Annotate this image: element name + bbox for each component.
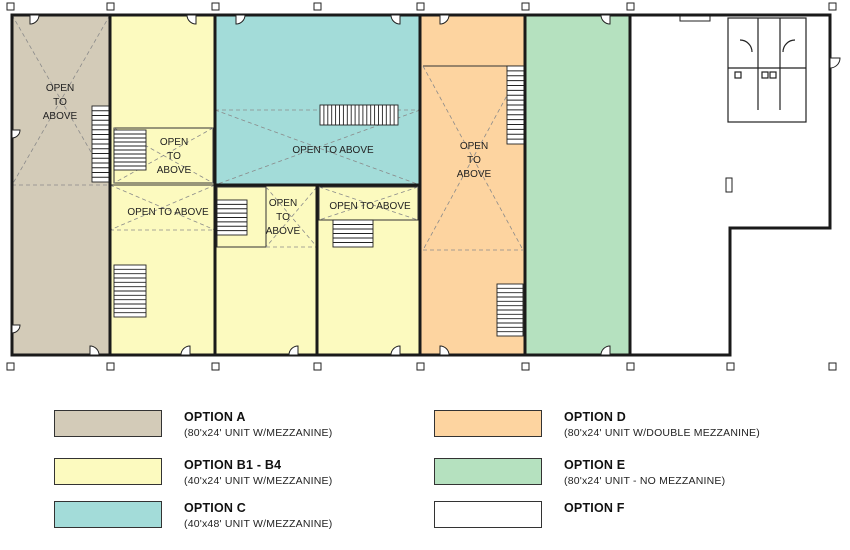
column-marker bbox=[726, 362, 735, 371]
legend-title: OPTION C bbox=[184, 501, 247, 515]
label-option-a-line3: ABOVE bbox=[43, 111, 78, 122]
label-option-b1-line2: TO bbox=[167, 151, 181, 162]
stair-d-lower bbox=[496, 283, 524, 337]
column-marker bbox=[521, 2, 530, 11]
stair-b2 bbox=[113, 264, 147, 318]
label-option-c: OPEN TO ABOVE bbox=[292, 145, 374, 156]
legend-swatch-option-e bbox=[434, 458, 542, 485]
column-marker bbox=[211, 362, 220, 371]
column-marker bbox=[313, 2, 322, 11]
column-marker bbox=[521, 362, 530, 371]
legend-description: (80'x24' UNIT - NO MEZZANINE) bbox=[564, 475, 726, 487]
legend-swatch-option-d bbox=[434, 410, 542, 437]
legend-description: (80'x24' UNIT W/MEZZANINE) bbox=[184, 427, 333, 439]
legend-swatch-option-c bbox=[54, 501, 162, 528]
column-marker bbox=[106, 2, 115, 11]
plan-labels: OPEN TO ABOVE OPEN TO ABOVE OPEN TO ABOV… bbox=[43, 83, 492, 237]
unit-option-b4[interactable] bbox=[317, 185, 420, 355]
label-option-b4: OPEN TO ABOVE bbox=[329, 201, 411, 212]
column-marker bbox=[106, 362, 115, 371]
label-option-d-line3: ABOVE bbox=[457, 169, 492, 180]
column-marker bbox=[6, 362, 15, 371]
column-marker bbox=[211, 2, 220, 11]
label-option-b3-line1: OPEN bbox=[269, 198, 297, 209]
stair-b1 bbox=[113, 129, 147, 171]
label-option-d-line1: OPEN bbox=[460, 141, 488, 152]
column-marker bbox=[6, 2, 15, 11]
legend-title: OPTION A bbox=[184, 410, 246, 424]
legend-swatch-option-f bbox=[434, 501, 542, 528]
label-option-a-line2: TO bbox=[53, 97, 67, 108]
legend-title: OPTION E bbox=[564, 458, 626, 472]
legend-title: OPTION B1 - B4 bbox=[184, 458, 282, 472]
legend-description: (80'x24' UNIT W/DOUBLE MEZZANINE) bbox=[564, 427, 760, 439]
column-marker bbox=[416, 2, 425, 11]
legend-title: OPTION F bbox=[564, 501, 625, 515]
label-option-d-line2: TO bbox=[467, 155, 481, 166]
legend-title: OPTION D bbox=[564, 410, 627, 424]
column-marker bbox=[626, 362, 635, 371]
label-option-b3-line2: TO bbox=[276, 212, 290, 223]
unit-option-e[interactable] bbox=[525, 15, 630, 355]
column-marker bbox=[828, 362, 837, 371]
unit-option-c[interactable] bbox=[215, 15, 420, 185]
label-option-a-line1: OPEN bbox=[46, 83, 74, 94]
doors bbox=[11, 14, 841, 356]
label-option-b2: OPEN TO ABOVE bbox=[127, 207, 209, 218]
legend-swatch-option-a bbox=[54, 410, 162, 437]
legend-description: (40'x48' UNIT W/MEZZANINE) bbox=[184, 518, 333, 530]
label-option-b1-line3: ABOVE bbox=[157, 165, 192, 176]
stair-b4 bbox=[332, 219, 374, 248]
stair-a bbox=[91, 105, 111, 183]
column-marker bbox=[626, 2, 635, 11]
column-marker bbox=[725, 177, 733, 193]
column-marker bbox=[828, 2, 837, 11]
column-grid-markers bbox=[6, 2, 837, 371]
column-marker bbox=[313, 362, 322, 371]
floor-plan: OPEN TO ABOVE OPEN TO ABOVE OPEN TO ABOV… bbox=[6, 2, 841, 371]
column-marker bbox=[416, 362, 425, 371]
stair-c bbox=[319, 104, 399, 126]
stair-d-upper bbox=[506, 65, 526, 145]
label-option-b3-line3: ABOVE bbox=[266, 226, 301, 237]
stair-b3 bbox=[216, 199, 248, 236]
label-option-b1-line1: OPEN bbox=[160, 137, 188, 148]
vent-marker bbox=[679, 15, 711, 22]
legend-description: (40'x24' UNIT W/MEZZANINE) bbox=[184, 475, 333, 487]
legend-swatch-option-b bbox=[54, 458, 162, 485]
restrooms bbox=[727, 17, 807, 123]
